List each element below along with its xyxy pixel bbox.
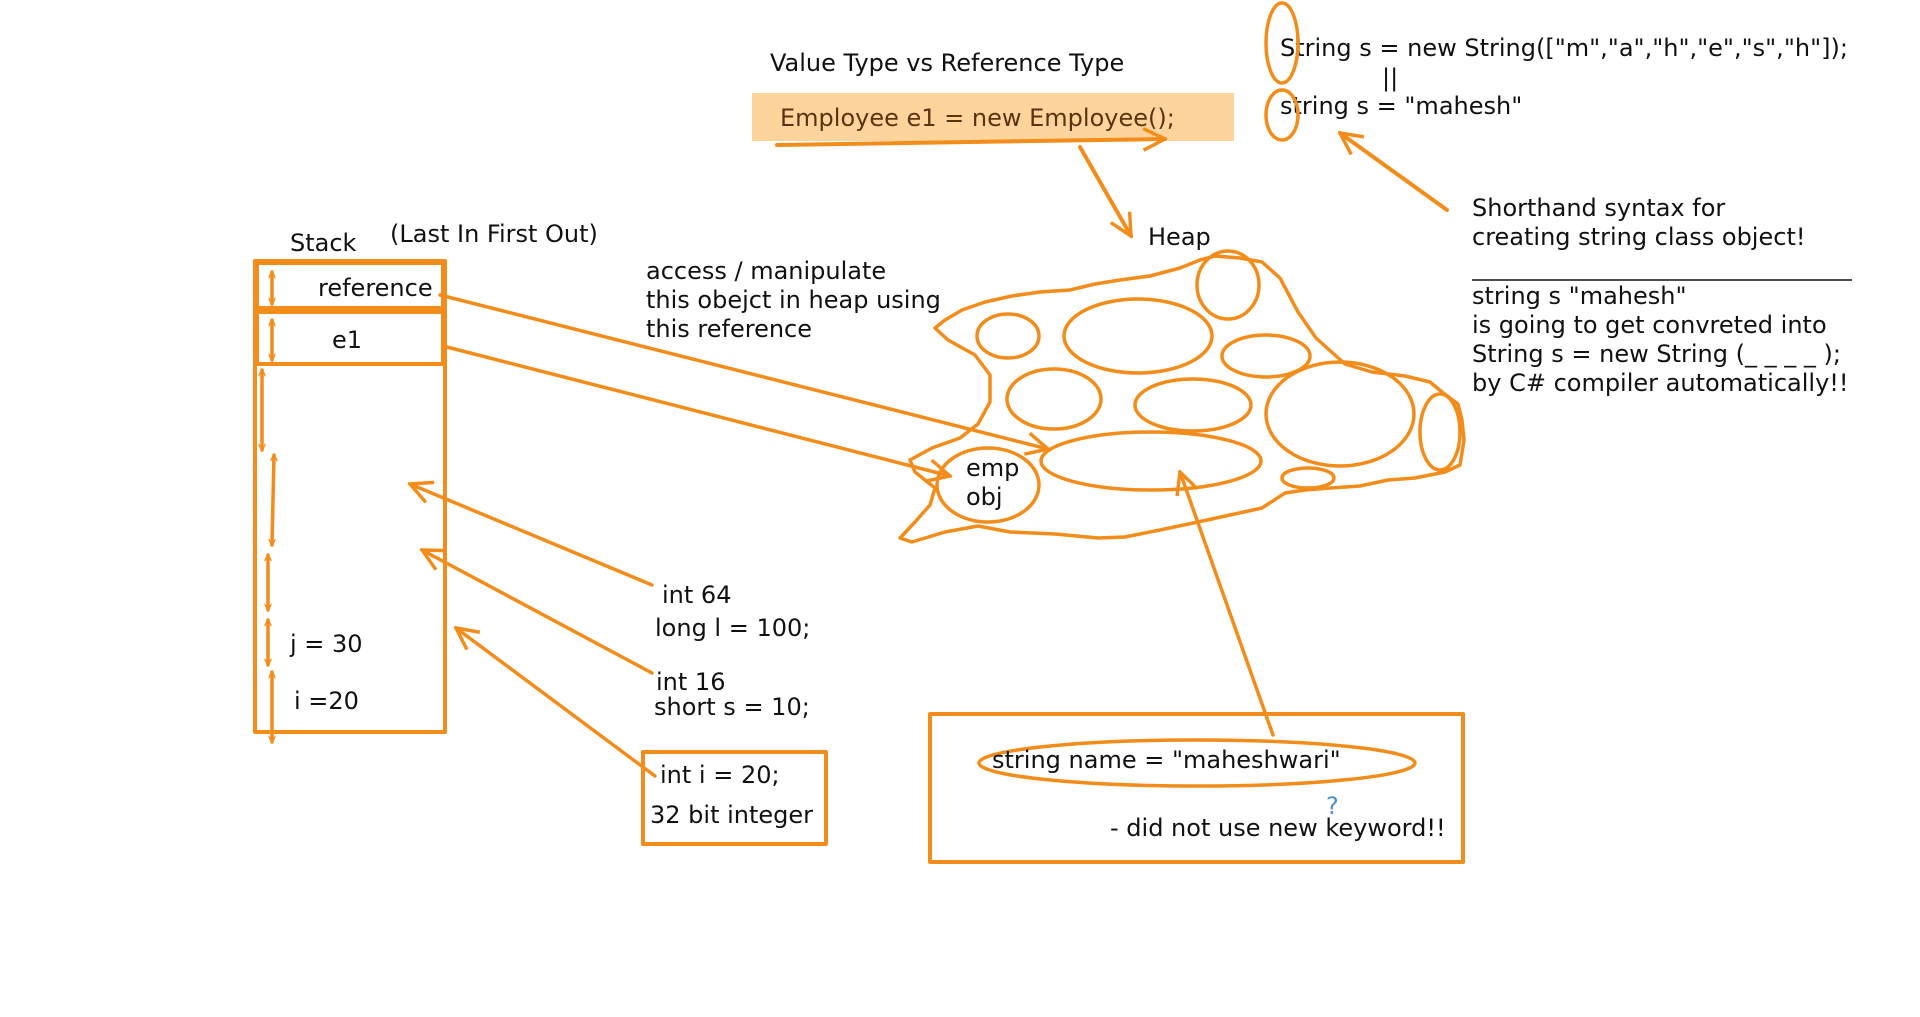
heap-object <box>1133 377 1253 433</box>
string-code-circle <box>977 738 1417 788</box>
heap-outline <box>898 254 1466 544</box>
long-note-line: int 64 <box>662 581 731 609</box>
diagram-title: Value Type vs Reference Type <box>770 49 1124 77</box>
stack-slot-e1-label: e1 <box>332 326 362 354</box>
heap-object <box>1220 333 1312 379</box>
shorthand-arrow <box>1340 133 1449 212</box>
shorthand-line: creating string class object! <box>1472 223 1805 251</box>
heap-object <box>1062 297 1214 375</box>
question-mark: ? <box>1326 792 1339 820</box>
stack-slot-i-label: i =20 <box>294 687 359 715</box>
heap-employee-object <box>935 446 1041 524</box>
lowercase-s-circle <box>1264 88 1300 142</box>
heap-object-string <box>1039 430 1263 492</box>
access-line: access / manipulate <box>646 257 886 285</box>
long-arrow <box>410 484 654 587</box>
string-ctor-code: String s = new String(["m","a","h","e","… <box>1280 34 1848 62</box>
stack-slot-reference-label: reference <box>318 274 433 302</box>
stack-note: (Last In First Out) <box>390 220 598 248</box>
employee-code: Employee e1 = new Employee(); <box>780 104 1175 132</box>
stack-slot-j-label: j = 30 <box>289 630 363 658</box>
int-arrow <box>456 628 657 778</box>
conversion-line: String s = new String (_ _ _ _ ); <box>1472 340 1841 368</box>
heap-object <box>1195 249 1261 321</box>
string-literal-code: string s = "mahesh" <box>1280 92 1522 120</box>
heap-label: Heap <box>1148 223 1211 251</box>
stack-arrows <box>262 270 274 744</box>
equiv-mark: || <box>1382 64 1398 92</box>
heap-object-label-line: obj <box>966 483 1003 511</box>
stack-arrow <box>272 453 274 547</box>
int-box <box>641 750 828 846</box>
access-line: this obejct in heap using <box>646 286 941 314</box>
long-note-line: long l = 100; <box>655 614 810 642</box>
heap-objects <box>935 249 1462 524</box>
conversion-line: is going to get convreted into <box>1472 311 1827 339</box>
int-box-line: int i = 20; <box>660 761 780 789</box>
shorthand-note: Shorthand syntax for creating string cla… <box>1472 194 1805 251</box>
short-note-line: int 16 <box>656 668 725 696</box>
int-box-line: 32 bit integer <box>650 801 813 829</box>
shorthand-line: Shorthand syntax for <box>1472 194 1725 222</box>
string-box-code: string name = "maheshwari" <box>992 746 1341 774</box>
employee-to-heap-arrow <box>1078 145 1133 236</box>
stack-label: Stack <box>290 229 357 257</box>
heap-object <box>975 312 1041 360</box>
string-to-heap-arrow <box>1180 472 1275 737</box>
short-note: int 16 short s = 10; <box>654 668 810 721</box>
employee-underline-arrow <box>775 139 1165 145</box>
heap-object-label-line: emp <box>966 454 1019 482</box>
heap-object <box>1264 360 1416 468</box>
e1-to-object-arrow <box>441 344 950 476</box>
stack-slot-e1 <box>255 310 445 366</box>
conversion-line: string s "mahesh" <box>1472 282 1687 310</box>
long-note: int 64 long l = 100; <box>655 581 810 642</box>
heap-object <box>1280 466 1336 490</box>
access-note: access / manipulate this obejct in heap … <box>646 257 949 343</box>
conversion-line: by C# compiler automatically!! <box>1472 369 1849 397</box>
short-note-line: short s = 10; <box>654 693 810 721</box>
heap-object-label: emp obj <box>966 454 1027 511</box>
string-box-note: - did not use new keyword!! <box>1110 814 1446 842</box>
stack-slot-reference <box>255 261 445 310</box>
string-box <box>928 712 1465 864</box>
access-line: this reference <box>646 315 812 343</box>
conversion-note: string s "mahesh" is going to get convre… <box>1472 282 1849 397</box>
heap-object <box>1418 392 1462 472</box>
uppercase-s-circle <box>1264 1 1300 85</box>
heap-object <box>1005 367 1103 431</box>
reference-to-heap-arrow <box>438 293 1048 449</box>
short-arrow <box>422 550 654 675</box>
